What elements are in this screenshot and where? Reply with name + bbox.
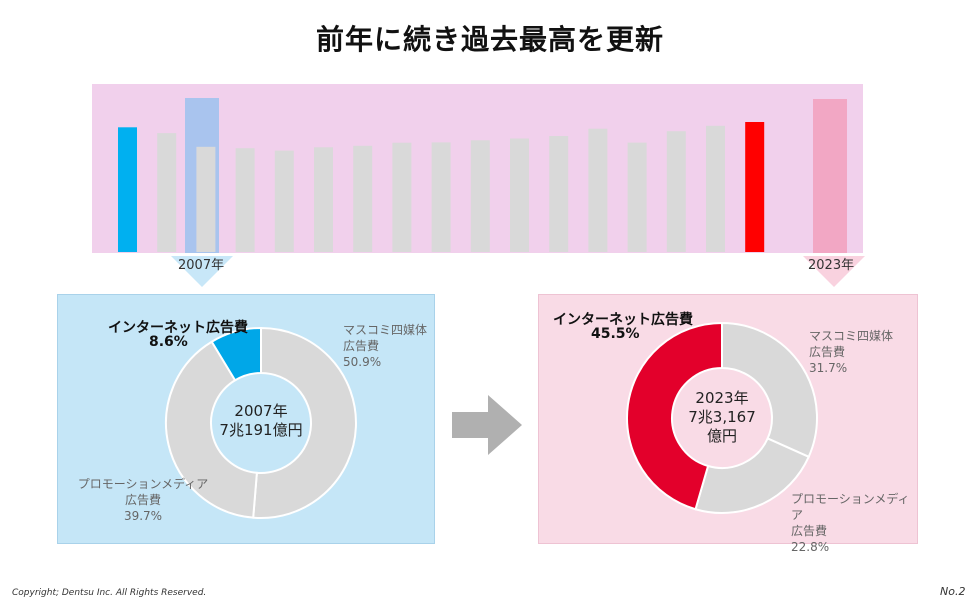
page-number: No.2 <box>940 585 966 598</box>
center-year-2007: 2007年 <box>234 402 288 420</box>
center-total-2023: 7兆3,167 <box>688 408 756 426</box>
promo-pct-2023: 22.8% <box>791 540 830 554</box>
center-year-2023: 2023年 <box>695 389 749 407</box>
bar-series <box>118 122 765 252</box>
pointer-2023 <box>803 256 865 287</box>
donut-chart-2007 <box>165 326 357 519</box>
bar-2009 <box>196 146 216 252</box>
bar-2007 <box>118 127 137 252</box>
page-title: 前年に続き過去最高を更新 <box>315 23 664 56</box>
masscomi-label-line1: マスコミ四媒体 <box>809 329 894 343</box>
bar-2010 <box>235 148 255 252</box>
donut-center-2023: 2023年 7兆3,167 億円 <box>667 389 777 446</box>
masscomi-pct-2007: 50.9% <box>343 355 382 369</box>
bar-2022 <box>706 125 725 252</box>
donut-2007-slice-2 <box>210 326 262 382</box>
promo-label-line1: プロモーションメディア <box>791 492 910 522</box>
bar-2017 <box>510 138 529 252</box>
bar-2016 <box>470 140 490 252</box>
masscomi-label-2007: マスコミ四媒体 広告費 50.9% <box>343 322 427 370</box>
label-2023: 2023年 <box>808 258 855 273</box>
bar-2018 <box>549 136 569 252</box>
highlight-2023 <box>813 99 847 253</box>
donut-panel-2023: インターネット広告費 45.5% マスコミ四媒体 広告費 31.7% プロモーシ… <box>538 294 918 554</box>
bar-2021 <box>666 131 686 252</box>
donut-2007-slice-1 <box>165 340 258 519</box>
timeline-bar-chart <box>92 84 865 287</box>
bar-2019 <box>588 128 608 252</box>
donut-chart-2023 <box>626 321 819 514</box>
internet-label-2023: インターネット広告費 <box>553 312 693 328</box>
masscomi-label-line2: 広告費 <box>343 339 380 353</box>
promo-label-line2: 広告費 <box>791 524 828 538</box>
bar-2012 <box>314 147 333 252</box>
pointer-2007 <box>171 256 233 287</box>
donut-center-2007: 2007年 7兆191億円 <box>206 402 316 440</box>
bar-2013 <box>353 145 373 252</box>
internet-pct-2023: 45.5% <box>591 326 640 342</box>
bar-2008 <box>157 133 177 252</box>
internet-label-2007: インターネット広告費 <box>108 320 248 336</box>
bar-2011 <box>274 150 294 252</box>
bar-2015 <box>431 142 451 252</box>
donut-panel-2007: インターネット広告費 8.6% マスコミ四媒体 広告費 50.9% プロモーショ… <box>57 294 435 544</box>
donut-2007-slice-0 <box>252 326 357 519</box>
center-total-2007: 7兆191億円 <box>219 421 303 439</box>
label-2007: 2007年 <box>178 258 225 273</box>
bar-2020 <box>627 142 647 252</box>
arrow-right-icon <box>452 395 522 455</box>
masscomi-label-line1: マスコミ四媒体 <box>343 323 428 337</box>
donut-2023-slice-0 <box>721 321 819 459</box>
masscomi-label-2023: マスコミ四媒体 広告費 31.7% <box>809 328 893 376</box>
masscomi-label-line2: 広告費 <box>809 345 846 359</box>
promo-label-2023: プロモーションメディア 広告費 22.8% <box>791 491 917 555</box>
promo-label-2007: プロモーションメディア 広告費 39.7% <box>73 476 213 524</box>
masscomi-pct-2023: 31.7% <box>809 361 848 375</box>
promo-pct-2007: 39.7% <box>123 509 163 523</box>
donut-2023-slice-2 <box>626 321 723 511</box>
center-unit-2023: 億円 <box>706 427 737 445</box>
bar-2014 <box>392 142 412 252</box>
promo-label-line1: プロモーションメディア <box>77 477 209 491</box>
internet-pct-2007: 8.6% <box>149 334 188 350</box>
promo-label-line2: 広告費 <box>124 493 161 507</box>
copyright-text: Copyright; Dentsu Inc. All Rights Reserv… <box>12 588 207 598</box>
bar-2023 <box>745 122 765 252</box>
